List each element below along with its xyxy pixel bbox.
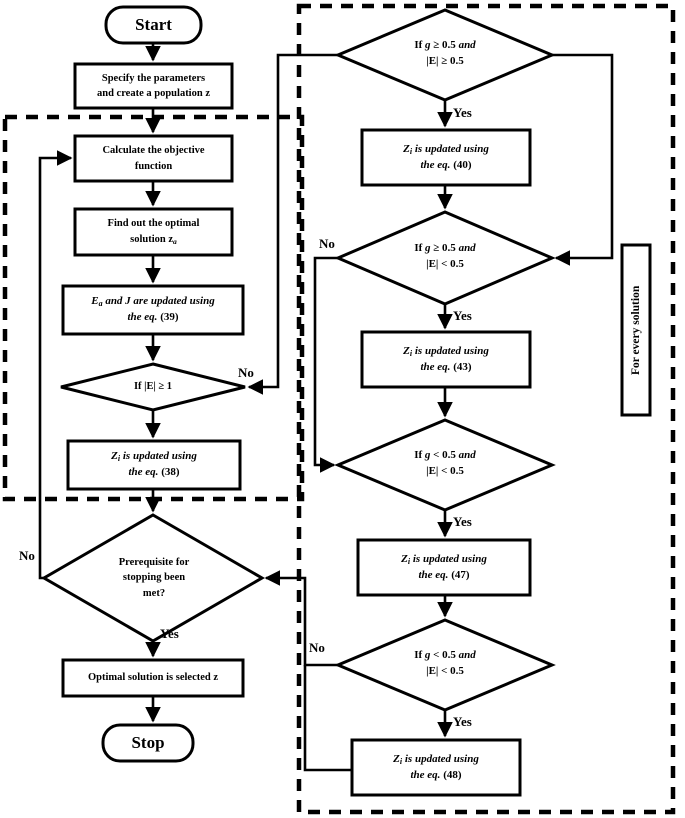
edge-decisionE-no-to-decision1 <box>247 53 338 395</box>
node-stop <box>101 723 195 763</box>
node-update-40 <box>360 128 532 187</box>
for-every-solution-box <box>620 243 652 417</box>
edge-update48-to-left-rail <box>303 665 352 772</box>
node-update-48 <box>350 738 522 797</box>
node-specify <box>73 62 234 110</box>
node-decision-3 <box>334 418 556 512</box>
node-update-43 <box>360 330 532 389</box>
edge-prerequisite-no-loop <box>38 150 73 580</box>
node-decision-1 <box>334 8 556 102</box>
node-decision-E <box>60 362 246 412</box>
node-update-ej <box>61 284 245 336</box>
node-update-47 <box>356 538 532 597</box>
node-prerequisite <box>41 513 265 643</box>
node-calculate <box>73 134 234 183</box>
node-findout <box>73 207 234 257</box>
node-start <box>104 5 203 45</box>
edge-decision2-no-to-decision3 <box>313 256 338 473</box>
edge-decision4-no-to-prerequisite <box>264 570 338 667</box>
node-optimal <box>61 658 245 698</box>
node-decision-2 <box>334 210 556 306</box>
node-update-38 <box>66 439 242 491</box>
edge-decision1-right-to-decision2 <box>552 53 614 266</box>
right-dashed-group <box>296 3 676 815</box>
node-decision-4 <box>334 618 556 712</box>
